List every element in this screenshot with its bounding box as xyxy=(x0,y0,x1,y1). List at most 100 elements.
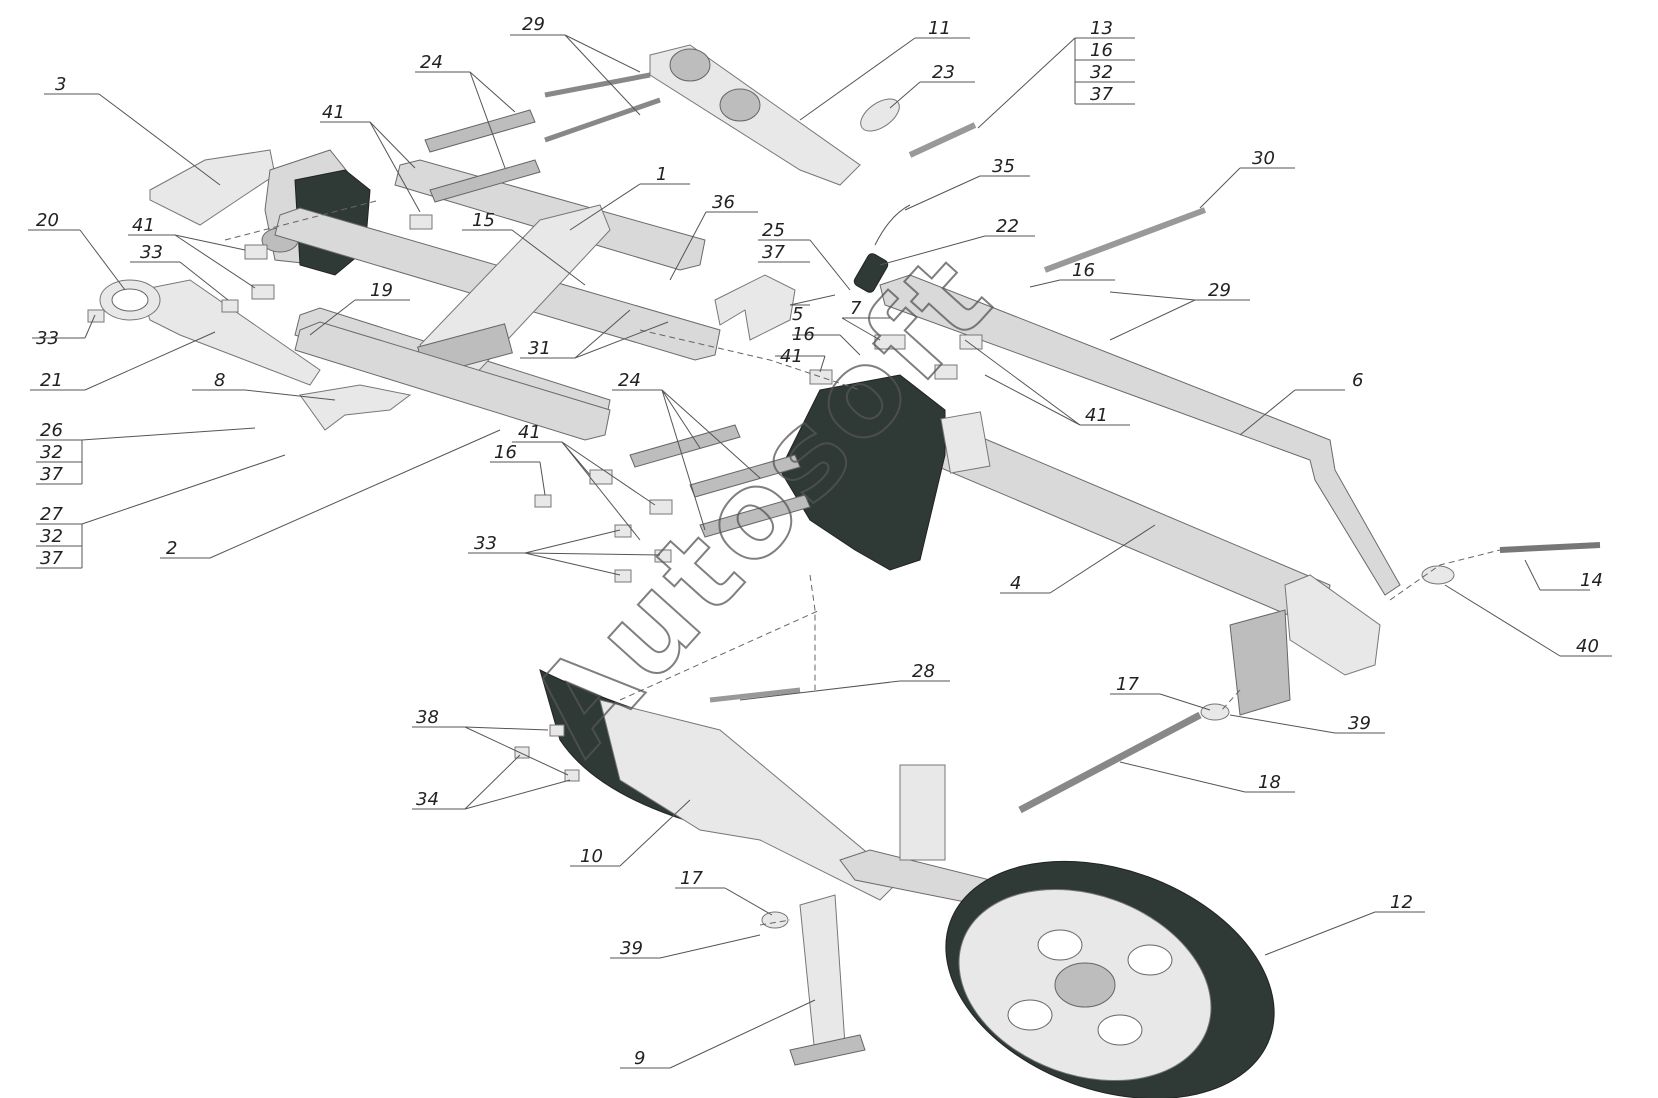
callout-27-37: 37 xyxy=(40,548,63,569)
callout-21: 21 xyxy=(40,370,63,391)
small-hardware xyxy=(87,214,983,782)
assembly-axes xyxy=(224,199,1501,926)
callout-41-center: 41 xyxy=(780,346,803,367)
parts-layer xyxy=(87,44,1601,1098)
callout-27-32: 32 xyxy=(40,526,63,547)
part-33-nut-2 xyxy=(87,309,105,323)
callout-41-left: 41 xyxy=(132,215,155,236)
part-3-bracket xyxy=(149,149,276,226)
part-30-rod xyxy=(1043,207,1207,273)
callout-17-lower: 17 xyxy=(680,868,703,889)
callout-33-upper: 33 xyxy=(140,242,163,263)
callout-16-mid: 16 xyxy=(792,324,815,345)
part-24-tube-2 xyxy=(429,159,541,203)
part-10-shoe-body xyxy=(599,699,901,901)
callout-5: 5 xyxy=(792,304,803,325)
leader-lines xyxy=(28,34,1612,1069)
part-2-rail xyxy=(294,321,611,441)
part-33-nut-4 xyxy=(654,549,672,563)
part-35-linch-pin xyxy=(874,204,911,246)
part-41-bush-1 xyxy=(409,214,433,230)
part-41-bush-5 xyxy=(934,364,958,380)
part-20-washer-hole xyxy=(111,288,149,312)
callout-13-32: 32 xyxy=(1090,62,1113,83)
callout-39-lower: 39 xyxy=(620,938,643,959)
part-29-pin-2 xyxy=(544,97,661,143)
part-29-pin-1 xyxy=(544,72,651,98)
callout-26-32: 32 xyxy=(40,442,63,463)
callout-41-lower: 41 xyxy=(518,422,541,443)
callout-labels: 29 11 13 16 32 37 24 23 3 41 1 35 30 20 … xyxy=(36,14,1603,1069)
callout-35: 35 xyxy=(992,156,1015,177)
callout-19: 19 xyxy=(370,280,393,301)
part-12-wheel-hole-3 xyxy=(1097,1014,1143,1046)
callout-24-top: 24 xyxy=(420,52,443,73)
callout-8: 8 xyxy=(214,370,225,391)
callout-29-top: 29 xyxy=(522,14,545,35)
part-12-wheel-hole-1 xyxy=(1037,929,1083,961)
callout-28: 28 xyxy=(912,661,935,682)
callout-26-37: 37 xyxy=(40,464,63,485)
callout-24-lower: 24 xyxy=(618,370,641,391)
callout-13-37: 37 xyxy=(1090,84,1113,105)
callout-26: 26 xyxy=(40,420,63,441)
callout-16-upper: 16 xyxy=(1072,260,1095,281)
part-38-nut-2 xyxy=(564,769,580,782)
part-12-wheel-hole-2 xyxy=(1127,944,1173,976)
callout-11: 11 xyxy=(928,18,951,39)
callout-9: 9 xyxy=(634,1048,645,1069)
part-12-carrier-plate xyxy=(899,764,946,861)
part-24-tube-1 xyxy=(424,109,536,153)
part-11-roller-2 xyxy=(719,88,761,122)
part-41-bush-6 xyxy=(959,334,983,350)
callout-12: 12 xyxy=(1390,892,1413,913)
callout-40: 40 xyxy=(1576,636,1599,657)
part-17-ring-upper xyxy=(1200,703,1230,721)
part-38-nut-1 xyxy=(549,724,565,737)
callout-23: 23 xyxy=(932,62,955,83)
part-4-end-bracket xyxy=(1229,609,1291,716)
callout-10: 10 xyxy=(580,846,603,867)
callout-38: 38 xyxy=(416,707,439,728)
part-41-bush-8 xyxy=(649,499,673,515)
callout-34: 34 xyxy=(416,789,439,810)
callout-31: 31 xyxy=(528,338,551,359)
part-4-hub-plate xyxy=(940,411,991,474)
callout-29-right: 29 xyxy=(1208,280,1231,301)
callout-41-right: 41 xyxy=(1085,405,1108,426)
part-13-bolt xyxy=(908,122,977,158)
callout-20: 20 xyxy=(36,210,59,231)
callout-7: 7 xyxy=(850,298,862,319)
part-23-pin xyxy=(860,98,900,132)
part-9-stand-foot xyxy=(789,1034,866,1066)
callout-25-37: 37 xyxy=(762,242,785,263)
part-24-tube-5 xyxy=(699,494,811,538)
callout-41-upper: 41 xyxy=(322,102,345,123)
part-41-bush-2 xyxy=(244,244,268,260)
callout-18: 18 xyxy=(1258,772,1281,793)
callout-27: 27 xyxy=(40,504,63,525)
part-33-nut-5 xyxy=(614,569,632,583)
callout-14: 14 xyxy=(1580,570,1603,591)
part-18-rod xyxy=(1018,711,1202,814)
part-4-end-plate xyxy=(1284,574,1381,676)
callout-25: 25 xyxy=(762,220,785,241)
part-5-bracket xyxy=(714,274,796,341)
part-34-nut xyxy=(514,746,530,759)
callout-17-upper: 17 xyxy=(1116,674,1139,695)
part-9-stand xyxy=(799,894,846,1056)
part-40-clip xyxy=(1421,565,1455,585)
callout-6: 6 xyxy=(1352,370,1363,391)
callout-15: 15 xyxy=(472,210,495,231)
callout-33-lower: 33 xyxy=(474,533,497,554)
part-12-wheel-hole-4 xyxy=(1007,999,1053,1031)
part-14-lock-pin xyxy=(1499,542,1601,553)
callout-2: 2 xyxy=(166,538,177,559)
callout-3: 3 xyxy=(55,74,66,95)
part-11-roller-1 xyxy=(669,48,711,82)
callout-30: 30 xyxy=(1252,148,1275,169)
part-6-arm xyxy=(879,274,1401,596)
part-12-wheel-hub xyxy=(1054,962,1116,1008)
callout-16-lower: 16 xyxy=(494,442,517,463)
